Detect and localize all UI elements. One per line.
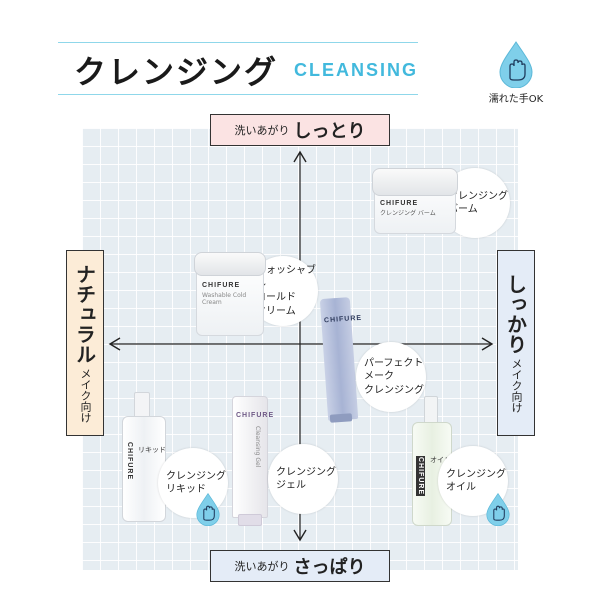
product-bubble: パーフェクト メーク クレンジング	[356, 342, 426, 412]
balm-jar-lid	[372, 168, 458, 196]
product-brand-label: CHIFURE	[323, 314, 363, 325]
product-package-text: オイル	[430, 456, 451, 464]
product-brand-label: CHIFURE	[202, 282, 241, 289]
product-name-line: パーフェクト	[364, 357, 424, 369]
cold-cream-jar-lid	[194, 252, 266, 276]
product-name-line: コールド	[256, 292, 296, 303]
wet-hands-ok-legend: 濡れた手OK	[476, 40, 556, 105]
product-package-text: Washable Cold Cream	[202, 292, 247, 307]
header-rule-top	[58, 42, 418, 43]
product-perfect-make-cleansing: CHIFURE パーフェクト メーク クレンジング	[319, 296, 480, 426]
axis-label-natural-makeup: ナチュラル メイク向け	[66, 250, 104, 436]
product-cleansing-oil: CHIFURE オイル クレンジング オイル	[404, 396, 520, 532]
water-drop-hand-icon	[499, 41, 533, 88]
product-brand-label: CHIFURE	[236, 412, 275, 419]
product-name-line: クレンジング	[448, 190, 508, 202]
product-brand-label: CHIFURE	[126, 442, 133, 481]
axis-label-heavy-suffix: メイク向け	[510, 357, 523, 413]
product-cleansing-balm: クレンジング バーム CHIFURE クレンジング バーム	[372, 166, 512, 246]
product-name-line: ジェル	[276, 480, 306, 491]
page-header: クレンジング CLEANSING	[58, 34, 418, 104]
product-brand-label: CHIFURE	[380, 200, 419, 207]
axis-label-moist-main: しっとり	[293, 121, 366, 142]
page-title: クレンジング	[74, 53, 279, 91]
axis-label-natural-suffix: メイク向け	[79, 367, 92, 423]
product-name-line: バーム	[448, 204, 478, 215]
product-name-line: クレンジング	[276, 466, 336, 478]
page-title-english: CLEANSING	[294, 60, 419, 80]
product-name-line: メーク	[364, 371, 394, 383]
product-cleansing-gel: CHIFURE Cleansing Gel クレンジング ジェル	[228, 392, 348, 532]
product-package-text: Cleansing Gel	[254, 426, 262, 468]
axis-label-natural-main: ナチュラル	[72, 263, 97, 364]
wet-hands-ok-label: 濡れた手OK	[488, 94, 544, 105]
product-bubble: クレンジング ジェル	[268, 444, 338, 514]
axis-label-moist-prefix: 洗いあがり	[234, 124, 290, 137]
gel-tube-image	[232, 396, 268, 518]
product-cleansing-liquid: CHIFURE リキッド クレンジング リキッド	[118, 392, 228, 532]
product-name-line: クレンジング	[446, 468, 506, 480]
product-name-line: リキッド	[166, 484, 206, 495]
axis-label-refreshing: 洗いあがり さっぱり	[210, 550, 390, 582]
wet-hands-ok-icon	[486, 492, 510, 526]
product-washable-cold-cream: ウォッシャブル コールド クリーム CHIFURE Washable Cold …	[192, 246, 352, 346]
header-rule-bottom	[58, 94, 418, 95]
product-name-line: クレンジング	[166, 470, 226, 482]
axis-label-heavy-main: しっかり	[503, 273, 528, 354]
product-name-line: クレンジング	[364, 384, 424, 396]
product-package-text: クレンジング バーム	[380, 210, 436, 217]
product-brand-label: CHIFURE	[416, 456, 425, 497]
product-name-line: オイル	[446, 482, 476, 493]
wet-hands-ok-icon	[196, 492, 220, 526]
axis-label-moist: 洗いあがり しっとり	[210, 114, 390, 146]
axis-label-refreshing-prefix: 洗いあがり	[234, 560, 290, 573]
product-package-text: リキッド	[138, 446, 166, 454]
axis-label-refreshing-main: さっぱり	[293, 557, 366, 578]
product-name-line: クリーム	[256, 305, 296, 317]
axis-label-heavy-makeup: しっかり メイク向け	[497, 250, 535, 436]
gel-tube-cap	[238, 514, 262, 526]
